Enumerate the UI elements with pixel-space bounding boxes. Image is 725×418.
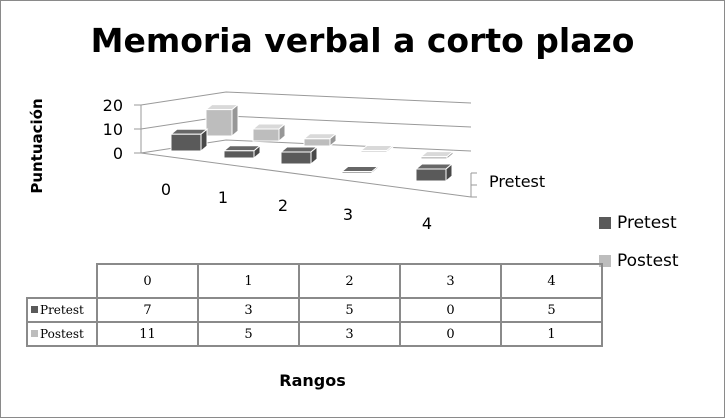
bar-postest — [303, 138, 331, 147]
table-header-cell: 0 — [96, 263, 199, 299]
table-cell: 5 — [500, 297, 603, 323]
x-tick-label: 4 — [422, 214, 432, 233]
y-tick-label: 20 — [103, 96, 123, 115]
legend-swatch-postest — [599, 255, 611, 267]
legend-label: Pretest — [617, 213, 677, 233]
table-header-cell: 1 — [197, 263, 300, 299]
data-table: 0 1 2 3 4 Pretest 7 3 5 0 5 Postest 11 5… — [26, 263, 603, 347]
bar-pretest — [341, 171, 373, 174]
x-tick-label: 0 — [161, 180, 171, 199]
gridline — [140, 91, 472, 106]
bar-pretest — [223, 150, 255, 159]
table-header-cell: 4 — [500, 263, 603, 299]
table-corner — [27, 264, 98, 299]
table-cell: 0 — [399, 321, 502, 347]
legend-swatch-pretest — [599, 217, 611, 229]
legend-key-icon — [31, 330, 38, 337]
bar-postest — [252, 128, 280, 142]
row-header-label: Postest — [40, 327, 84, 341]
legend-item-pretest: Pretest — [599, 213, 677, 233]
table-cell: 3 — [197, 297, 300, 323]
table-cell: 7 — [96, 297, 199, 323]
x-axis-label: Rangos — [279, 371, 346, 390]
legend-item-postest: Postest — [599, 251, 679, 271]
table-cell: 3 — [298, 321, 401, 347]
table-cell: 5 — [197, 321, 300, 347]
table-cell: 5 — [298, 297, 401, 323]
table-cell: 11 — [96, 321, 199, 347]
row-header: Postest — [26, 321, 98, 347]
bar-pretest — [415, 168, 447, 182]
depth-axis-label: Pretest — [489, 172, 545, 191]
bar-postest — [420, 156, 448, 160]
bar-pretest — [170, 133, 202, 152]
table-cell: 0 — [399, 297, 502, 323]
legend-key-icon — [31, 306, 38, 313]
table-header-cell: 2 — [298, 263, 401, 299]
table-row: Postest 11 5 3 0 1 — [26, 321, 603, 347]
y-tick-label: 10 — [103, 120, 123, 139]
bar-side-postest — [231, 103, 239, 138]
table-header-row: 0 1 2 3 4 — [27, 263, 603, 299]
table-row: Pretest 7 3 5 0 5 — [26, 297, 603, 323]
row-header-label: Pretest — [40, 303, 84, 317]
table-header-cell: 3 — [399, 263, 502, 299]
chart-title: Memoria verbal a corto plazo — [90, 21, 635, 60]
row-header: Pretest — [26, 297, 98, 323]
bar-postest — [205, 109, 233, 137]
x-tick-label: 3 — [343, 205, 353, 224]
table-cell: 1 — [500, 321, 603, 347]
y-tick-label: 0 — [113, 144, 123, 163]
legend-label: Postest — [617, 251, 679, 271]
x-axis-line — [140, 152, 472, 198]
bar-pretest — [280, 151, 312, 165]
x-tick-label: 2 — [278, 196, 288, 215]
bar-postest — [360, 150, 388, 153]
x-tick-label: 1 — [218, 188, 228, 207]
gridline — [140, 115, 472, 130]
